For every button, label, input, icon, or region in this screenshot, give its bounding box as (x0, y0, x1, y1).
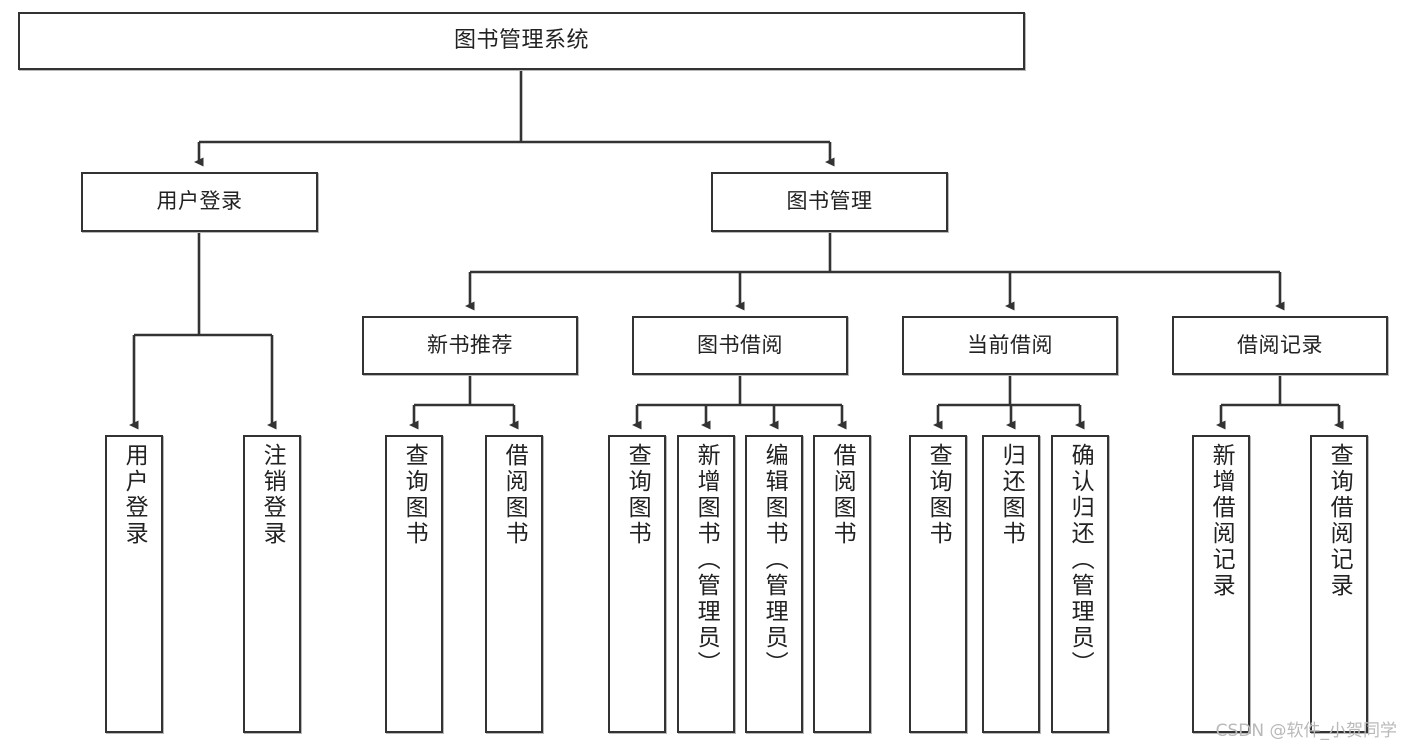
node-leaf-query-book-2-label: 查询图书 (624, 443, 651, 547)
node-leaf-edit-book-admin-label: 编辑图书（管理员） (761, 443, 788, 677)
node-leaf-borrow-book-2-label: 借阅图书 (829, 443, 856, 547)
node-leaf-confirm-return-admin-label: 确认归还（管理员） (1067, 443, 1094, 677)
node-leaf-query-book-1[interactable]: 查询图书 (385, 435, 443, 733)
node-user-login-label: 用户登录 (156, 189, 243, 214)
node-leaf-user-login-label: 用户登录 (121, 443, 148, 547)
node-leaf-add-book-admin-label: 新增图书（管理员） (693, 443, 720, 677)
node-new-book-recommend[interactable]: 新书推荐 (362, 316, 578, 375)
node-leaf-add-book-admin[interactable]: 新增图书（管理员） (677, 435, 735, 733)
node-book-borrow-label: 图书借阅 (697, 332, 783, 357)
node-leaf-borrow-book-1[interactable]: 借阅图书 (485, 435, 543, 733)
node-leaf-query-borrow-record[interactable]: 查询借阅记录 (1310, 435, 1368, 733)
node-current-borrow-label: 当前借阅 (967, 332, 1053, 357)
node-borrow-record[interactable]: 借阅记录 (1172, 316, 1388, 375)
node-leaf-return-book-label: 归还图书 (998, 443, 1025, 547)
node-leaf-user-login[interactable]: 用户登录 (105, 435, 163, 733)
node-current-borrow[interactable]: 当前借阅 (902, 316, 1118, 375)
node-leaf-edit-book-admin[interactable]: 编辑图书（管理员） (745, 435, 803, 733)
node-leaf-confirm-return-admin[interactable]: 确认归还（管理员） (1051, 435, 1109, 733)
node-leaf-logout-login[interactable]: 注销登录 (243, 435, 301, 733)
node-user-login[interactable]: 用户登录 (81, 172, 318, 232)
node-leaf-query-book-1-label: 查询图书 (401, 443, 428, 547)
node-book-borrow[interactable]: 图书借阅 (632, 316, 848, 375)
node-leaf-query-book-2[interactable]: 查询图书 (608, 435, 666, 733)
node-leaf-add-borrow-record-label: 新增借阅记录 (1208, 443, 1235, 599)
node-root-label: 图书管理系统 (453, 27, 589, 53)
node-root[interactable]: 图书管理系统 (18, 12, 1025, 70)
node-leaf-borrow-book-2[interactable]: 借阅图书 (813, 435, 871, 733)
node-leaf-logout-login-label: 注销登录 (259, 443, 286, 547)
node-leaf-borrow-book-1-label: 借阅图书 (501, 443, 528, 547)
node-book-management-label: 图书管理 (786, 189, 873, 214)
node-leaf-query-borrow-record-label: 查询借阅记录 (1326, 443, 1353, 599)
node-borrow-record-label: 借阅记录 (1237, 332, 1323, 357)
node-leaf-add-borrow-record[interactable]: 新增借阅记录 (1192, 435, 1250, 733)
node-leaf-query-book-3[interactable]: 查询图书 (909, 435, 967, 733)
node-leaf-query-book-3-label: 查询图书 (925, 443, 952, 547)
node-book-management[interactable]: 图书管理 (711, 172, 948, 232)
node-new-book-recommend-label: 新书推荐 (427, 332, 513, 357)
node-leaf-return-book[interactable]: 归还图书 (982, 435, 1040, 733)
